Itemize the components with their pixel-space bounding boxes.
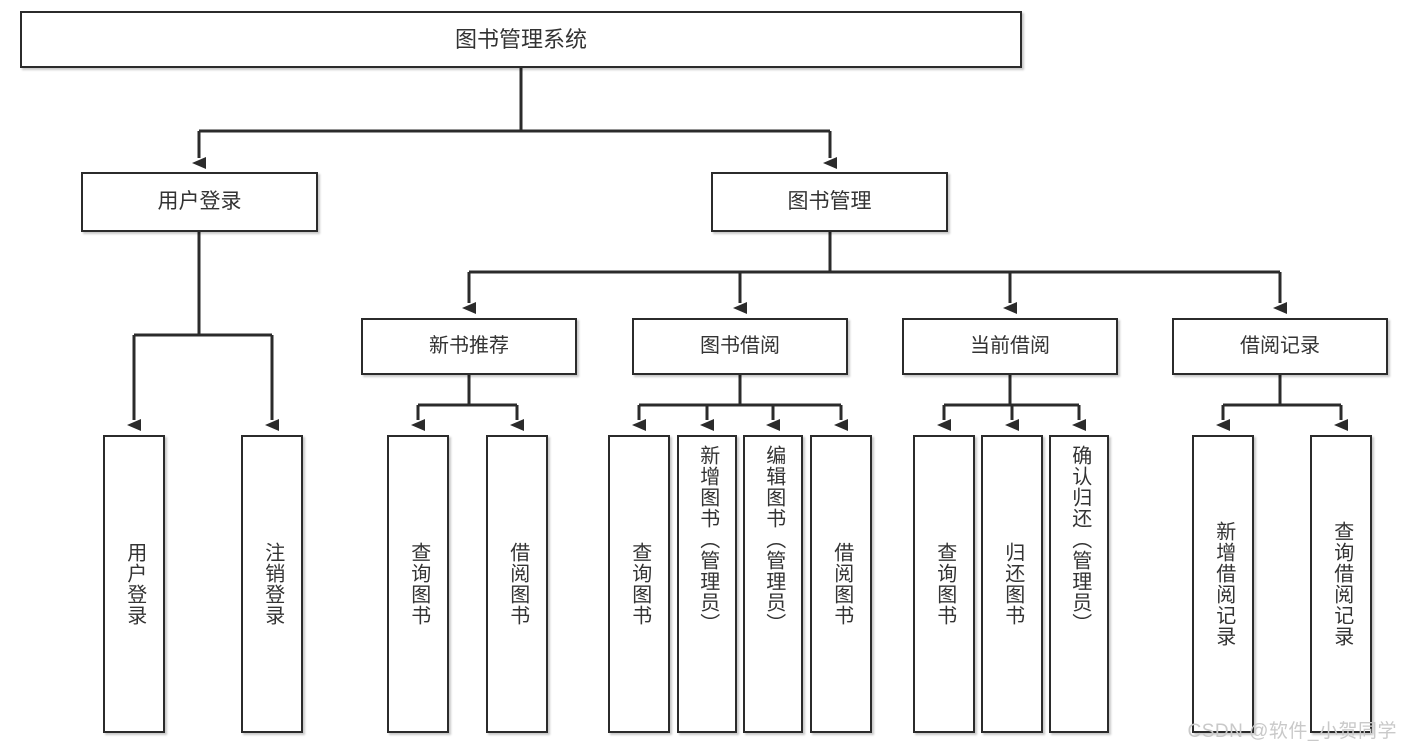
- node-leaf-query-book-2[interactable]: 查询图书: [608, 435, 670, 733]
- node-leaf-return-book[interactable]: 归还图书: [981, 435, 1043, 733]
- node-label-leaf-edit-book: 编辑图书（管理员）: [762, 445, 785, 634]
- node-label-root: 图书管理系统: [454, 26, 587, 52]
- node-label-user-login: 用户登录: [157, 189, 242, 213]
- node-label-leaf-logout: 注销登录: [261, 542, 284, 626]
- node-label-borrow-record: 借阅记录: [1240, 334, 1320, 357]
- node-label-leaf-return-book: 归还图书: [1001, 542, 1024, 626]
- node-label-leaf-add-record: 新增借阅记录: [1212, 521, 1235, 647]
- node-label-new-book-recommend: 新书推荐: [429, 334, 509, 357]
- node-user-login[interactable]: 用户登录: [81, 172, 318, 232]
- node-leaf-edit-book[interactable]: 编辑图书（管理员）: [743, 435, 803, 733]
- node-label-leaf-user-login: 用户登录: [123, 542, 146, 626]
- node-current-borrow[interactable]: 当前借阅: [902, 318, 1118, 375]
- node-leaf-logout[interactable]: 注销登录: [241, 435, 303, 733]
- node-label-leaf-query-book-1: 查询图书: [407, 542, 430, 626]
- node-leaf-borrow-book-2[interactable]: 借阅图书: [810, 435, 872, 733]
- watermark-credit: CSDN @软件_小贺同学: [1187, 721, 1397, 742]
- node-label-leaf-confirm-return: 确认归还（管理员）: [1068, 445, 1091, 634]
- node-root-system[interactable]: 图书管理系统: [20, 11, 1022, 68]
- node-leaf-query-book-3[interactable]: 查询图书: [913, 435, 975, 733]
- node-label-leaf-query-book-2: 查询图书: [628, 542, 651, 626]
- node-leaf-add-record[interactable]: 新增借阅记录: [1192, 435, 1254, 733]
- node-label-leaf-borrow-book-1: 借阅图书: [506, 542, 529, 626]
- node-label-book-manage: 图书管理: [787, 189, 872, 213]
- node-label-leaf-borrow-book-2: 借阅图书: [830, 542, 853, 626]
- node-new-book-recommend[interactable]: 新书推荐: [361, 318, 577, 375]
- node-leaf-add-book[interactable]: 新增图书（管理员）: [677, 435, 737, 733]
- node-leaf-user-login[interactable]: 用户登录: [103, 435, 165, 733]
- node-label-book-borrow: 图书借阅: [700, 334, 780, 357]
- node-book-borrow[interactable]: 图书借阅: [632, 318, 848, 375]
- node-leaf-query-record[interactable]: 查询借阅记录: [1310, 435, 1372, 733]
- node-label-leaf-query-record: 查询借阅记录: [1330, 521, 1353, 647]
- node-book-manage[interactable]: 图书管理: [711, 172, 948, 232]
- node-label-leaf-add-book: 新增图书（管理员）: [696, 445, 719, 634]
- node-leaf-query-book-1[interactable]: 查询图书: [387, 435, 449, 733]
- node-leaf-borrow-book-1[interactable]: 借阅图书: [486, 435, 548, 733]
- node-leaf-confirm-return[interactable]: 确认归还（管理员）: [1049, 435, 1109, 733]
- node-label-leaf-query-book-3: 查询图书: [933, 542, 956, 626]
- node-label-current-borrow: 当前借阅: [970, 334, 1050, 357]
- node-borrow-record[interactable]: 借阅记录: [1172, 318, 1388, 375]
